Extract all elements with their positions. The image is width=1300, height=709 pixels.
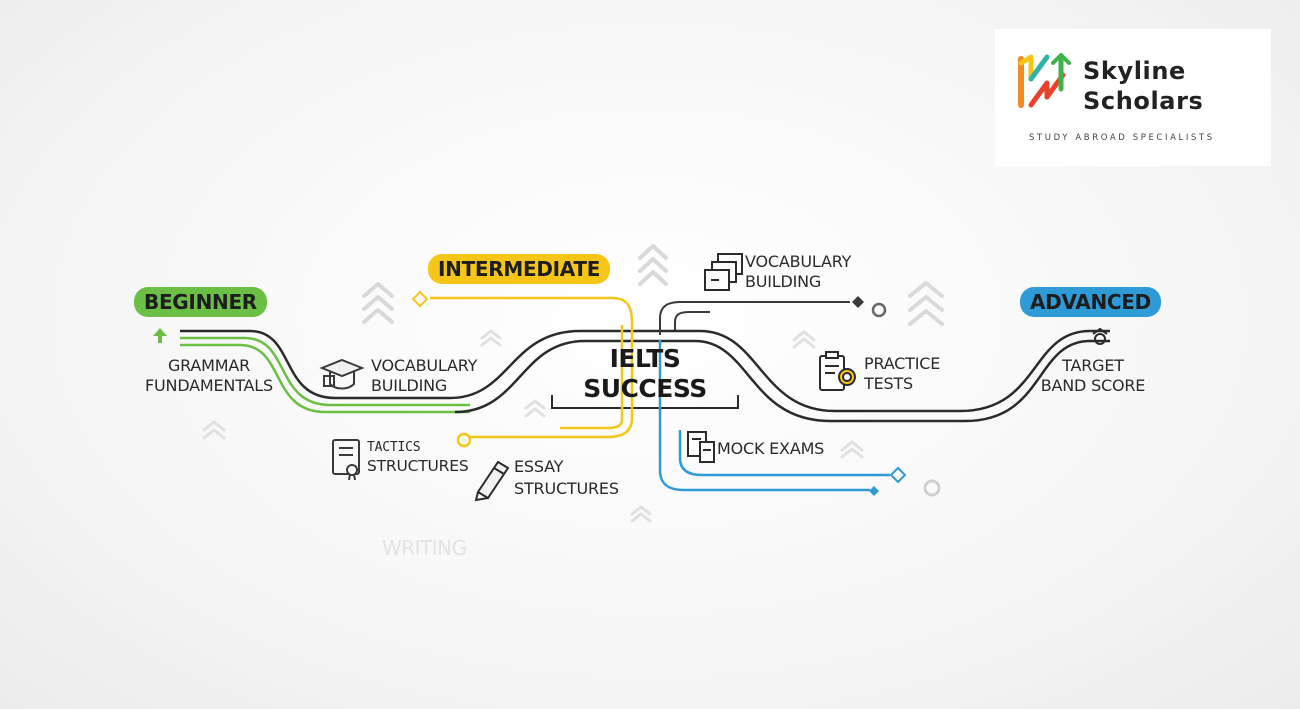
node-essay-line2: STRUCTURES	[514, 479, 619, 498]
node-essay: ESSAY STRUCTURES	[514, 457, 619, 499]
diamond-marker	[889, 466, 907, 484]
node-vocab-left-line2: BUILDING	[371, 376, 448, 395]
ghost-writing-text: WRITING	[382, 536, 467, 560]
skyline-scholars-logo	[1018, 53, 1071, 108]
node-practice-line2: TESTS	[864, 374, 913, 393]
target-icon	[1092, 327, 1108, 345]
chevron-up-icon	[362, 244, 944, 326]
node-tactics-line2: STRUCTURES	[367, 457, 469, 475]
stage-advanced: ADVANCED	[1020, 287, 1161, 317]
brand-logo-card: Skyline Scholars STUDY ABROAD SPECIALIST…	[995, 29, 1271, 166]
arrow-up-icon	[153, 328, 167, 343]
brand-tagline: STUDY ABROAD SPECIALISTS	[1029, 133, 1215, 143]
diamond-marker	[852, 296, 864, 308]
node-vocab-top-line2: BUILDING	[745, 272, 822, 291]
node-grammar-line1: GRAMMAR	[167, 356, 251, 375]
core-title: IELTS SUCCESS	[560, 344, 730, 404]
upper-right-path	[659, 301, 850, 335]
node-target: TARGET BAND SCORE	[1030, 356, 1156, 396]
exam-sheet-icon	[687, 431, 715, 463]
stage-beginner: BEGINNER	[134, 287, 267, 317]
core-title-line1: IELTS	[609, 344, 681, 373]
node-vocab-left-line1: VOCABULARY	[371, 356, 478, 375]
node-vocab-top: VOCABULARY BUILDING	[745, 252, 851, 292]
core-title-line2: SUCCESS	[583, 374, 707, 403]
circle-marker	[456, 432, 472, 448]
core-frame	[551, 395, 739, 409]
node-practice-line1: PRACTICE	[864, 354, 941, 373]
circle-marker	[923, 479, 941, 497]
node-tactics: TACTICS STRUCTURES	[367, 440, 469, 476]
brand-name-line1: Skyline	[1083, 57, 1186, 85]
diamond-marker	[411, 290, 429, 308]
node-target-line2: BAND SCORE	[1040, 376, 1146, 395]
node-vocab-top-line1: VOCABULARY	[745, 252, 852, 271]
node-tactics-line1: TACTICS	[367, 440, 421, 455]
graduation-cap-icon	[319, 358, 365, 390]
pencil-icon	[474, 460, 510, 502]
node-essay-line1: ESSAY	[514, 457, 564, 476]
node-target-line1: TARGET	[1062, 356, 1124, 375]
beginner-path	[180, 336, 470, 414]
clipboard-icon	[819, 351, 856, 391]
node-grammar-line2: FUNDAMENTALS	[145, 376, 273, 395]
diamond-marker	[869, 486, 879, 496]
node-mock-exams: MOCK EXAMS	[717, 439, 825, 458]
document-stack-icon	[704, 253, 743, 291]
stage-intermediate: INTERMEDIATE	[428, 254, 611, 284]
core-path	[180, 329, 1110, 423]
intermediate-path	[430, 296, 634, 439]
circle-marker	[871, 302, 887, 318]
brand-name-line2: Scholars	[1083, 87, 1204, 115]
chevron-up-icon	[202, 329, 864, 523]
advanced-path	[658, 340, 890, 492]
certificate-icon	[332, 439, 360, 481]
node-practice: PRACTICE TESTS	[864, 354, 940, 394]
node-vocab-left: VOCABULARY BUILDING	[371, 356, 477, 396]
node-grammar: GRAMMAR FUNDAMENTALS	[134, 356, 284, 396]
